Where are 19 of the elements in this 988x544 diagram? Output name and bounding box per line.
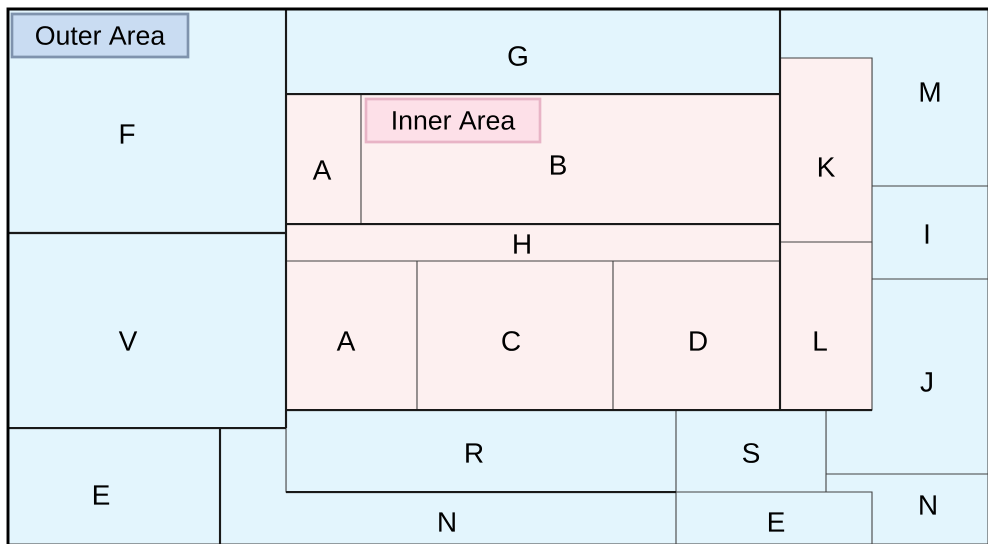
node-label: N [920, 495, 936, 515]
floor-area: D [612, 260, 781, 411]
node-label: N [439, 512, 455, 532]
floor-area: A [285, 260, 418, 411]
floor-area: E [675, 491, 873, 544]
floor-area: K [779, 57, 873, 243]
floor-area: E [7, 427, 221, 544]
node-label: J [920, 372, 932, 392]
floor-area: N [825, 473, 988, 544]
floor-area: I [871, 185, 988, 280]
area-tag: Inner Area [364, 98, 542, 144]
floor-area: A [285, 93, 362, 225]
floor-area: C [416, 260, 614, 411]
node-label: E [768, 512, 784, 532]
floor-area: L [779, 241, 873, 411]
area-tag: Outer Area [10, 12, 190, 58]
floor-area: H [285, 223, 781, 262]
floor-area: S [675, 409, 827, 493]
floor-area: G [285, 8, 781, 95]
